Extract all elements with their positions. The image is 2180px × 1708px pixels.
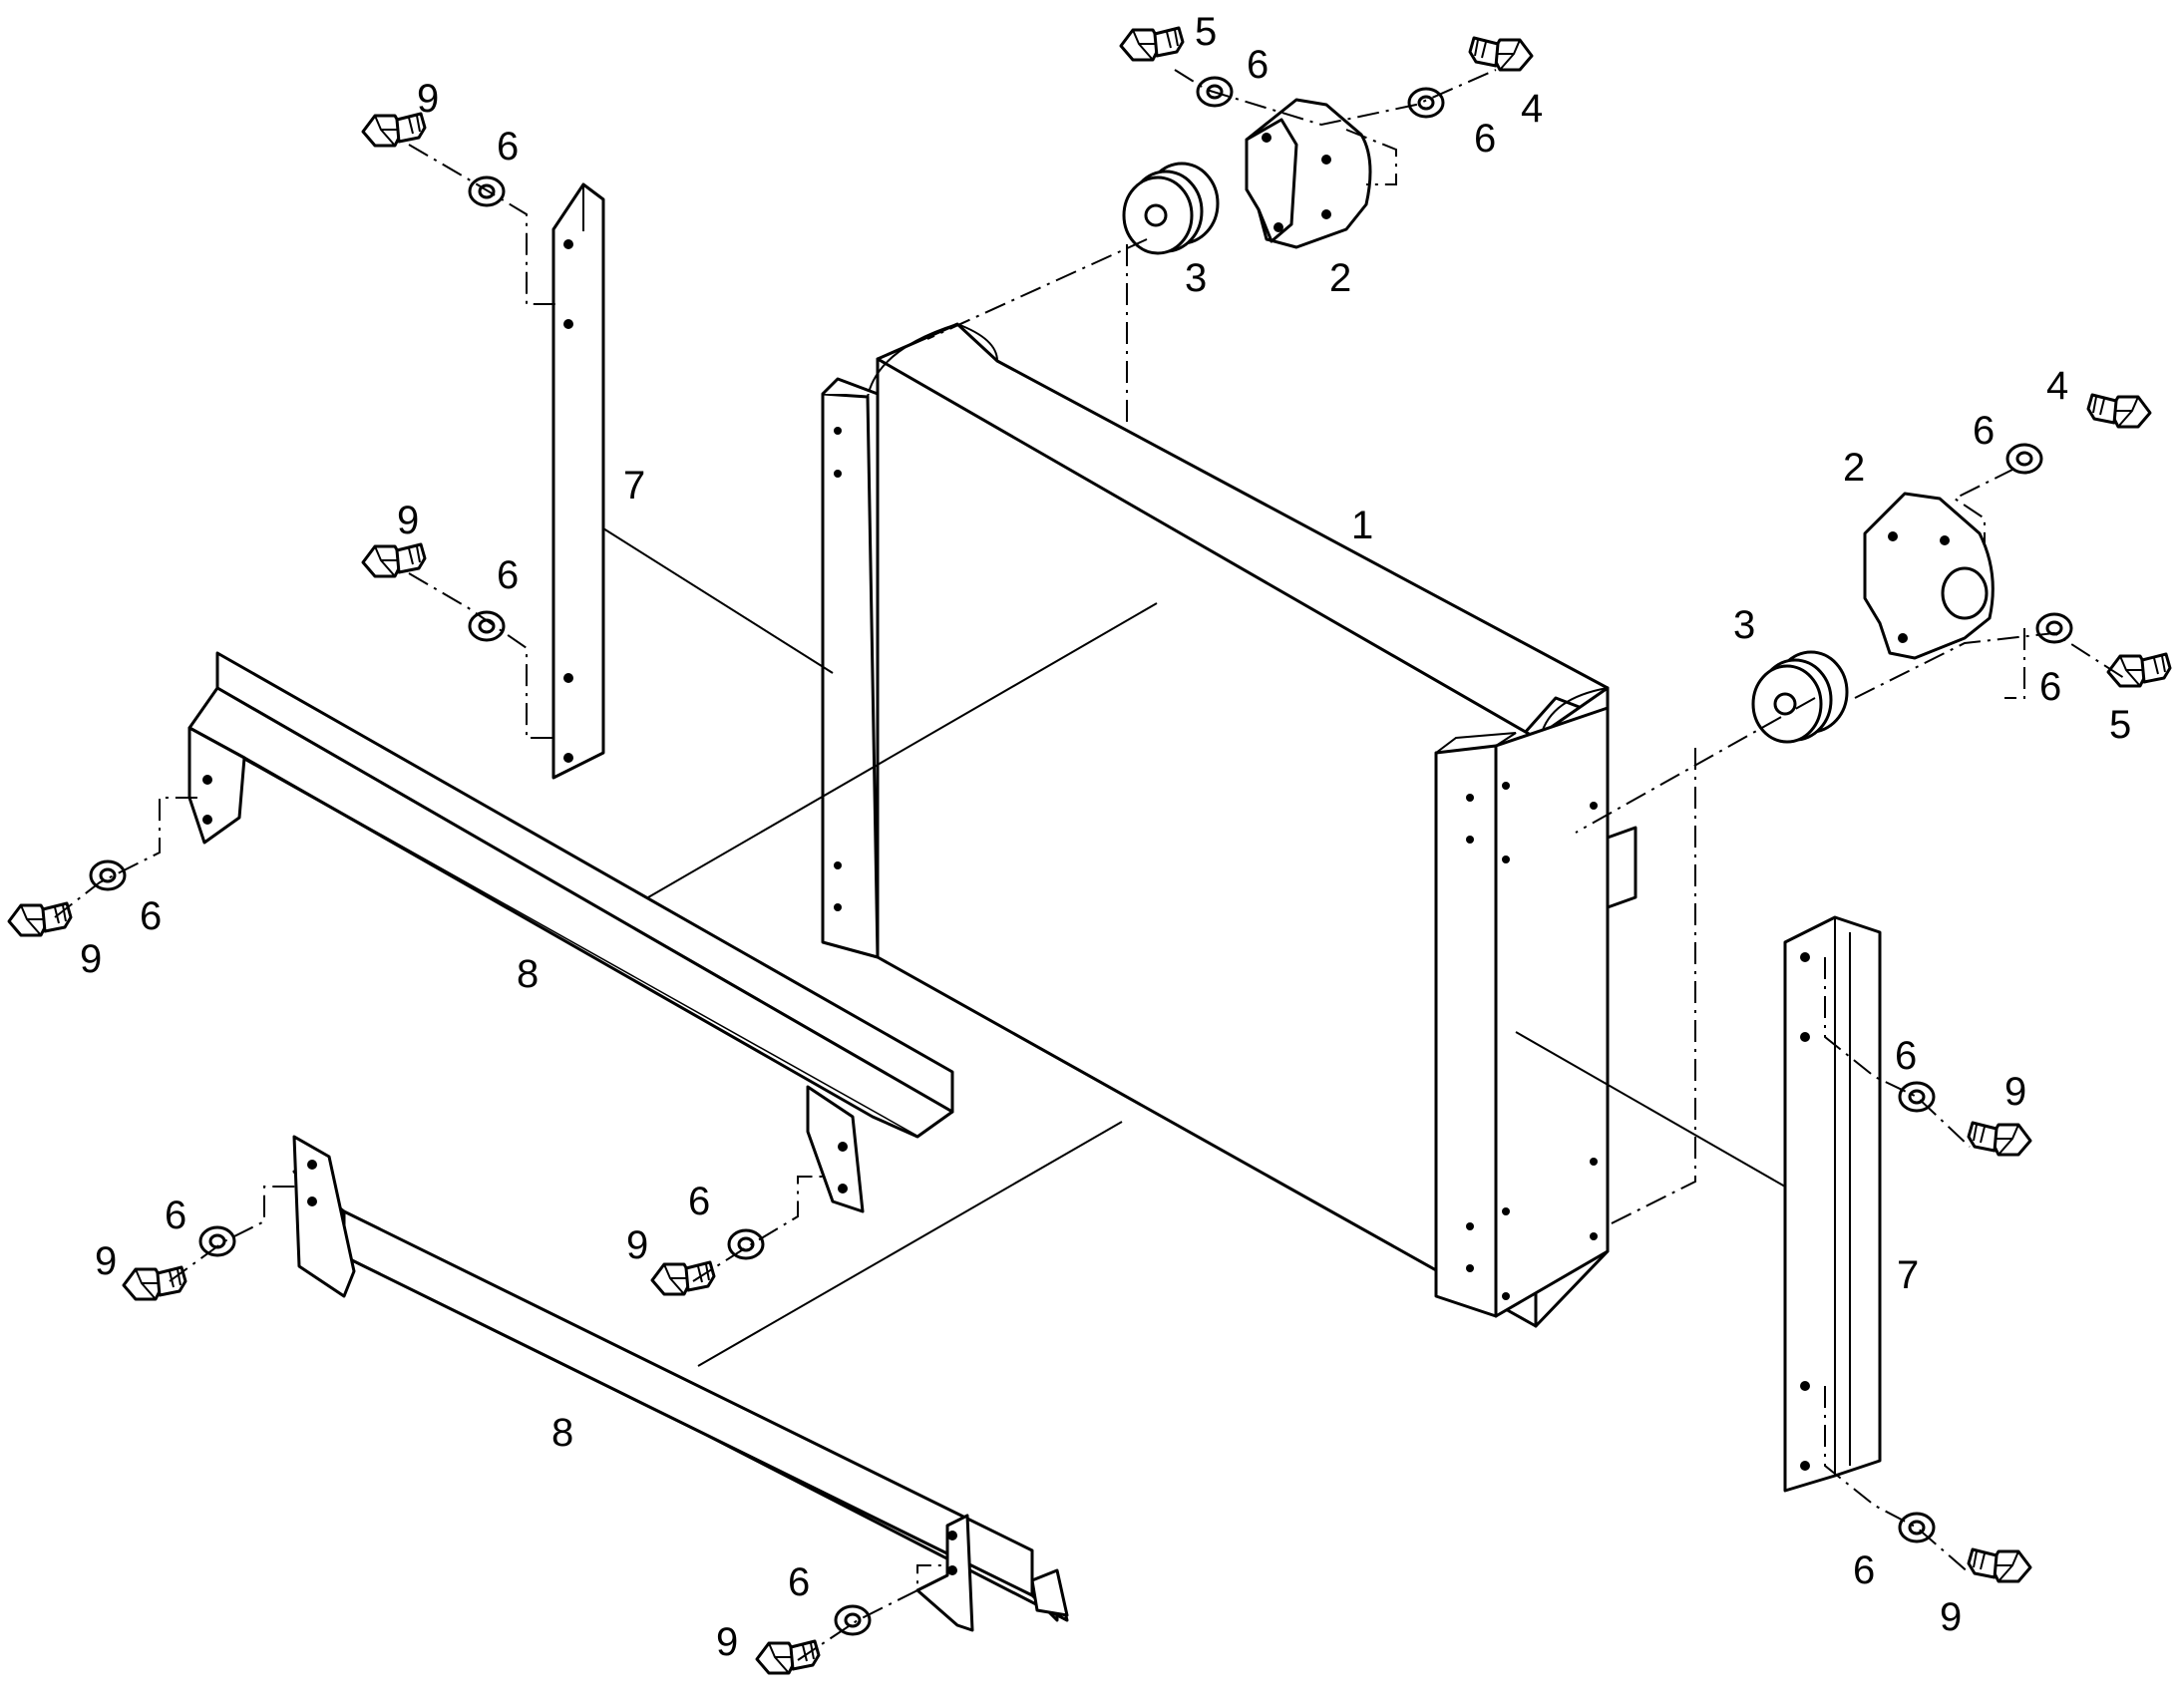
callout-6-right-strut-bottom: 6 (1853, 1548, 1875, 1592)
leader-lines (602, 527, 1786, 1367)
upper-rail-bolt-right (650, 1260, 716, 1296)
radiator-holes (834, 427, 1598, 1300)
right-mount (1751, 650, 1849, 744)
right-strut-bolt-top (1967, 1121, 2032, 1157)
callout-9-strut-mid: 9 (397, 499, 419, 542)
callout-6-rail-upper-left: 6 (140, 894, 162, 938)
callout-1: 1 (1351, 504, 1373, 547)
callout-6-top-left: 6 (1247, 43, 1269, 87)
callout-9-rail-lower-left: 9 (95, 1239, 117, 1283)
callout-6-top-right: 6 (1474, 117, 1496, 161)
callout-9-strut-top: 9 (417, 77, 439, 121)
upper-cross-rail (187, 651, 954, 1213)
right-washer-top (2005, 443, 2043, 475)
top-washer-right (1407, 87, 1445, 119)
callout-9-rail-lower-right: 9 (716, 1620, 738, 1664)
upper-rail-bolt-left (7, 901, 73, 937)
callout-4-right: 4 (2046, 364, 2068, 408)
left-strut-washer-mid (468, 610, 506, 642)
callout-labels: 1 2 2 3 3 4 4 5 5 6 6 6 6 6 6 6 6 6 6 6 … (80, 10, 2131, 1664)
right-strut-bolt-bottom (1967, 1547, 2032, 1583)
callout-6-rail-lower-left: 6 (165, 1194, 186, 1237)
callout-9-right-strut-bottom: 9 (1940, 1595, 1962, 1639)
left-strut-bolt-mid (361, 542, 427, 578)
top-bolt-4 (1468, 36, 1534, 72)
radiator-core (821, 322, 1637, 1328)
callout-3-right: 3 (1733, 603, 1755, 647)
lower-rail-bolt-right (755, 1639, 821, 1675)
assembly-center-lines (54, 69, 2125, 1661)
callout-4-top: 4 (1521, 87, 1543, 131)
callout-9-right-strut-top: 9 (2004, 1070, 2026, 1114)
callout-9-rail-upper-left: 9 (80, 937, 102, 981)
callout-5-top: 5 (1195, 10, 1217, 54)
callout-2-top: 2 (1329, 256, 1351, 300)
callout-9-rail-upper-right: 9 (626, 1223, 648, 1267)
top-bolt-5 (1119, 26, 1185, 62)
callout-3-top: 3 (1185, 256, 1207, 300)
top-mount (1122, 162, 1220, 255)
callout-7-right: 7 (1897, 1253, 1919, 1297)
right-vertical-strut (1783, 915, 1882, 1493)
callout-6-rail-lower-right: 6 (788, 1560, 810, 1604)
left-vertical-strut (551, 182, 605, 780)
top-bracket (1245, 98, 1372, 249)
lower-cross-rail (292, 1135, 1069, 1632)
right-bracket (1863, 492, 1995, 660)
callout-6-right-bottom: 6 (2039, 665, 2061, 709)
right-bolt-4 (2086, 393, 2152, 429)
callout-5-right: 5 (2109, 703, 2131, 747)
left-strut-bolt-top (361, 112, 427, 148)
lower-rail-washer-right (834, 1604, 872, 1636)
callout-7-left: 7 (623, 464, 645, 508)
callout-6-right-top: 6 (1973, 409, 1995, 453)
callout-2-right: 2 (1843, 446, 1865, 490)
lower-rail-bolt-left (122, 1265, 187, 1301)
right-washer-bottom (2035, 612, 2073, 644)
callout-6-strut-top: 6 (497, 125, 519, 169)
right-bolt-5 (2106, 652, 2172, 688)
callout-6-strut-mid: 6 (497, 553, 519, 597)
callout-8-lower: 8 (551, 1411, 573, 1455)
callout-8-upper: 8 (517, 952, 539, 996)
callout-6-right-strut-top: 6 (1895, 1034, 1917, 1078)
right-strut-washer-top (1898, 1081, 1936, 1113)
lower-rail-washer-left (198, 1225, 236, 1257)
callout-6-rail-upper-right: 6 (688, 1180, 710, 1223)
